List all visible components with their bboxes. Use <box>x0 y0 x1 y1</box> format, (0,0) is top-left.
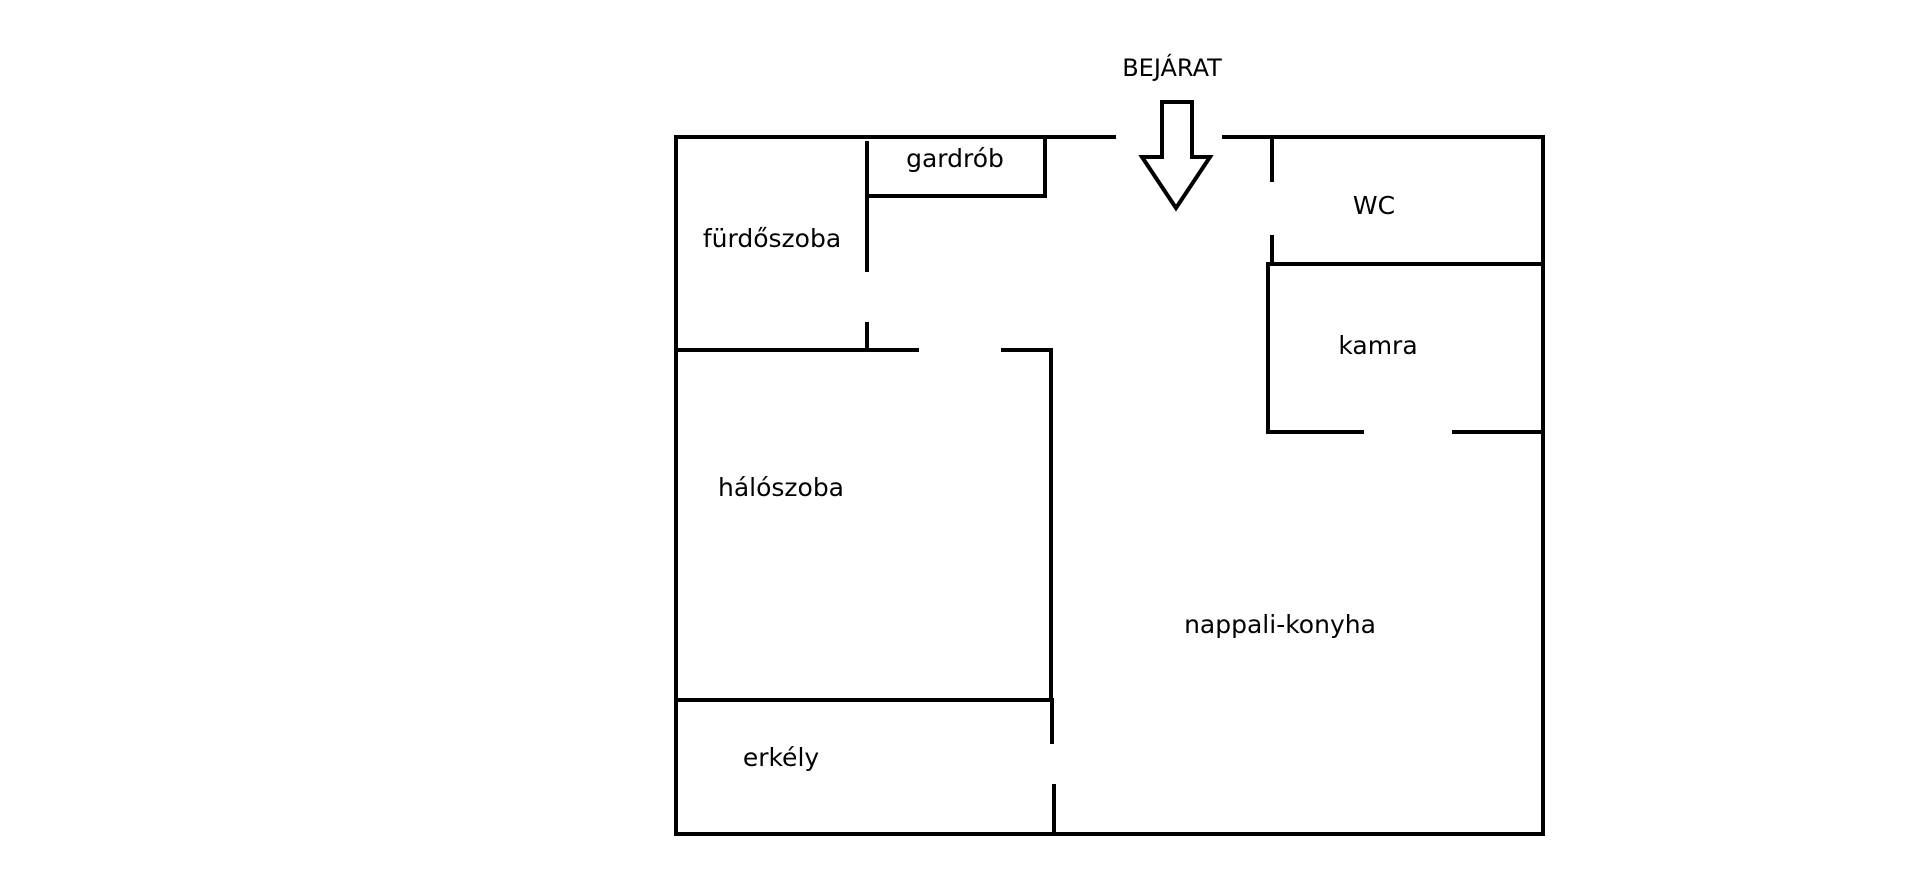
room-label-wc: WC <box>1353 191 1395 220</box>
entrance-label: BEJÁRAT <box>1122 53 1222 82</box>
wc-kamra-walls <box>1266 135 1545 434</box>
room-label-erkely: erkély <box>743 743 820 772</box>
room-labels: gardrób fürdőszoba WC kamra hálószoba na… <box>703 144 1418 772</box>
down-arrow-icon <box>1138 100 1214 212</box>
bathroom-walls <box>865 135 1047 350</box>
room-label-nappali-konyha: nappali-konyha <box>1184 610 1376 639</box>
room-label-furdoszoba: fürdőszoba <box>703 224 841 253</box>
bedroom-walls <box>674 348 1056 836</box>
room-label-kamra: kamra <box>1338 331 1417 360</box>
room-label-haloszoba: hálószoba <box>718 473 844 502</box>
outer-walls <box>674 135 1545 836</box>
entrance: BEJÁRAT <box>1122 53 1222 212</box>
room-label-gardrob: gardrób <box>906 144 1004 173</box>
